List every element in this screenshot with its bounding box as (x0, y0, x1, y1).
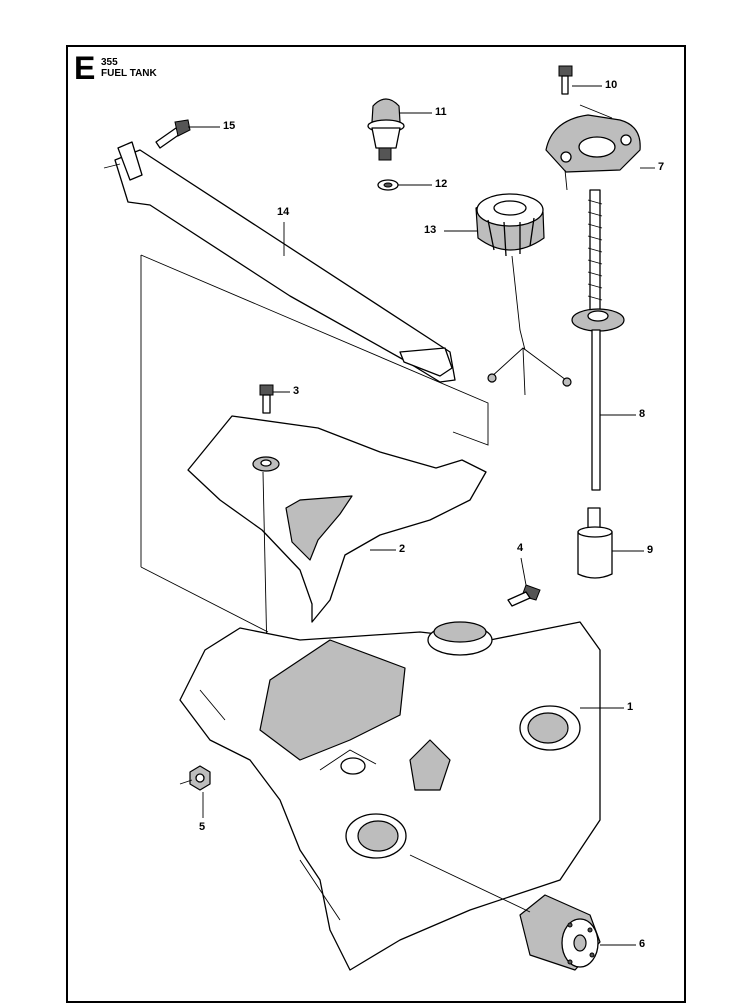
part-15-screw (155, 119, 191, 149)
part-14-handle-rail (103, 141, 456, 383)
callout-11: 11 (435, 106, 447, 118)
part-9-fuel-filter (577, 507, 613, 579)
part-11-primer-bulb (367, 98, 405, 161)
part-5-nut (189, 765, 211, 791)
diagram-frame (66, 45, 686, 1003)
part-10-screw (558, 65, 573, 95)
callout-6: 6 (639, 938, 646, 950)
section-letter: E (74, 50, 96, 86)
callout-12: 12 (435, 178, 448, 190)
callout-1: 1 (627, 701, 634, 713)
callout-13: 13 (424, 224, 437, 236)
part-4-screw (507, 584, 541, 607)
part-3-screw (259, 384, 274, 414)
part-2-tank-cover (187, 415, 487, 656)
assembly-outline (140, 254, 489, 633)
part-8-fuel-hose (571, 189, 625, 491)
callout-15: 15 (223, 120, 236, 132)
part-13-fuel-cap (475, 193, 572, 396)
part-7-flange (545, 104, 641, 191)
part-6-damper (519, 894, 601, 971)
callout-10: 10 (605, 79, 618, 91)
part-12-hose-clamp (377, 179, 399, 191)
callout-8: 8 (639, 408, 646, 420)
callout-5: 5 (199, 821, 206, 833)
leader-lines (179, 85, 655, 946)
callout-9: 9 (647, 544, 654, 556)
callout-2: 2 (399, 543, 406, 555)
part-1-tank-body (179, 621, 601, 971)
callout-7: 7 (658, 161, 665, 173)
callout-4: 4 (517, 542, 524, 554)
section-name: FUEL TANK (101, 68, 157, 79)
callout-3: 3 (293, 385, 300, 397)
callout-14: 14 (277, 206, 290, 218)
model-number: 355 (101, 57, 118, 68)
